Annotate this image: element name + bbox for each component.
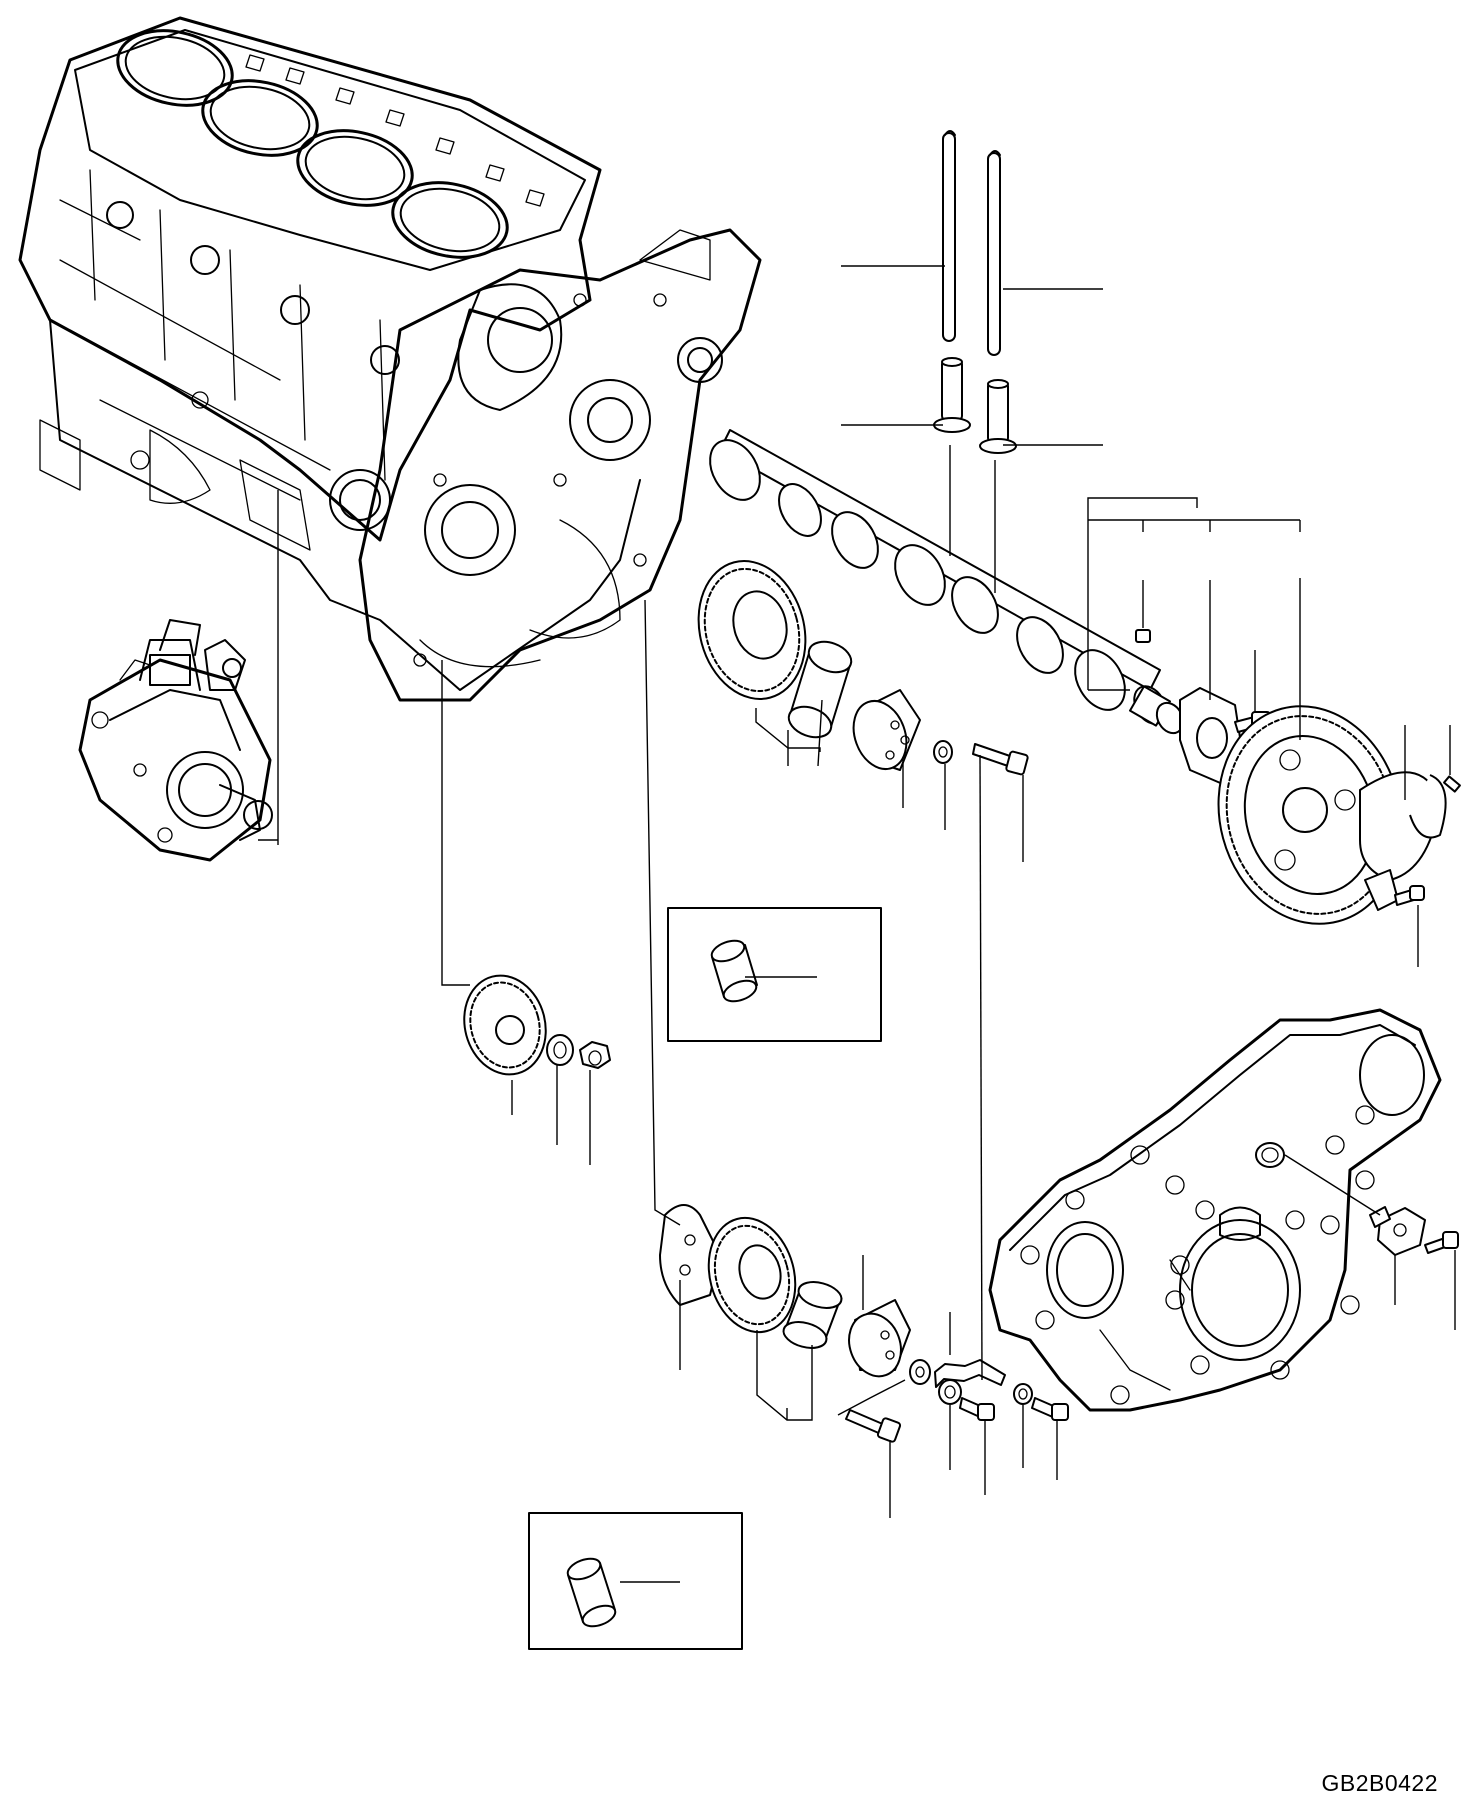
oil-pipe [934,1359,1006,1388]
pump-nut [579,1041,611,1069]
timing-gear-case [988,1008,1442,1412]
cylinder-block [18,16,762,702]
camshaft [709,429,1185,735]
lower-bushing [782,1281,843,1349]
lower-bolt-2 [959,1397,995,1421]
fuel-pump [78,619,273,862]
sensor-plate [1359,771,1461,911]
idler-washer [933,740,953,764]
drawing-code: GB2B0422 [1321,1770,1438,1796]
leader-lines [258,265,1456,1518]
idler-shaft [852,689,921,771]
lower-idler-bolt [845,1409,902,1443]
woodruff-key [1135,629,1151,643]
bushing-detail-box [667,907,882,1042]
sensor-bolt [1424,1231,1459,1254]
speed-sensor [1369,1206,1426,1256]
lock-washer [546,1034,574,1066]
push-rods [942,130,1001,356]
lower-bolt-3 [1031,1397,1069,1421]
pump-gear [463,974,547,1076]
tappets [933,357,1017,454]
lower-washer [909,1359,931,1385]
lower-washer-3 [1013,1383,1033,1405]
idler-bolt [972,743,1029,776]
lower-idler-gear [707,1216,797,1334]
lower-washer-2 [938,1379,962,1405]
lower-plate [659,1204,721,1306]
idler-gear [697,560,807,700]
lower-shaft [848,1299,911,1378]
bushing-detail-box-2 [528,1512,743,1650]
